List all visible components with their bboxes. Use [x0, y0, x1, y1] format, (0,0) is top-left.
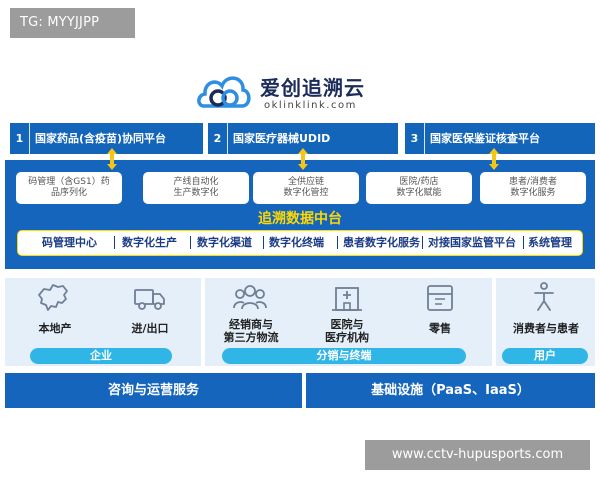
capability-separator — [114, 236, 115, 249]
china-map-icon — [38, 284, 68, 311]
capability-item: 数字化渠道 — [197, 236, 252, 249]
function-line: 码管理（含GS1）药 — [28, 177, 110, 187]
cloud-loop-icon — [197, 76, 251, 108]
segment-label: 医院与 医疗机构 — [325, 318, 369, 344]
double-arrow-icon — [298, 148, 308, 170]
platform-1: 1 国家药品(含疫苗)协同平台 — [10, 123, 203, 154]
people-group-icon — [233, 285, 267, 310]
platform-number: 3 — [405, 123, 425, 154]
platform-3: 3 国家医保鉴证核查平台 — [405, 123, 595, 154]
capability-separator — [263, 236, 264, 249]
function-line: 生产数字化 — [173, 188, 219, 198]
double-arrow-icon — [107, 148, 117, 170]
function-line: 品序列化 — [50, 188, 87, 198]
capability-item: 码管理中心 — [42, 236, 97, 249]
capability-separator — [190, 236, 191, 249]
hub-title: 追溯数据中台 — [258, 211, 342, 227]
segment-label: 零售 — [429, 322, 451, 335]
function-line: 全供应链 — [287, 177, 324, 187]
capability-item: 数字化生产 — [122, 236, 177, 249]
logo-url: oklinklink.com — [264, 100, 357, 111]
capability-separator — [422, 236, 423, 249]
truck-icon — [134, 289, 165, 310]
platform-label: 国家医保鉴证核查平台 — [430, 132, 540, 145]
function-box: 码管理（含GS1）药 品序列化 — [16, 172, 122, 204]
watermark-top: TG: MYYJJPP — [10, 8, 135, 38]
function-box: 全供应链 数字化管控 — [253, 172, 359, 204]
enterprise-pill: 企业 — [30, 348, 172, 364]
platform-number: 1 — [10, 123, 30, 154]
double-arrow-icon — [489, 148, 499, 170]
function-box: 产线自动化 生产数字化 — [143, 172, 249, 204]
capability-bar: 码管理中心 数字化生产 数字化渠道 数字化终端 患者数字化服务 对接国家监管平台… — [17, 230, 583, 256]
watermark-bottom: www.cctv-hupusports.com — [365, 440, 590, 470]
consulting-services-bar: 咨询与运营服务 — [5, 373, 302, 408]
logo: 爱创追溯云 oklinklink.com — [196, 66, 396, 120]
function-box: 患者/消费者 数字化服务 — [480, 172, 586, 204]
segment-label: 消费者与患者 — [513, 322, 579, 335]
function-line: 产线自动化 — [173, 177, 219, 187]
store-icon — [427, 285, 453, 311]
infrastructure-bar: 基础设施（PaaS、IaaS） — [306, 373, 595, 408]
hospital-icon — [332, 287, 362, 311]
function-line: 医院/药店 — [399, 177, 439, 187]
logo-name: 爱创追溯云 — [260, 76, 365, 100]
distribution-pill: 分销与终端 — [222, 348, 466, 364]
segment-label: 本地产 — [38, 322, 72, 335]
function-box: 医院/药店 数字化赋能 — [366, 172, 472, 204]
capability-item: 系统管理 — [528, 236, 572, 249]
platform-number: 2 — [208, 123, 228, 154]
function-line: 数字化管控 — [283, 188, 329, 198]
data-hub: 码管理（含GS1）药 品序列化 产线自动化 生产数字化 全供应链 数字化管控 医… — [5, 160, 595, 269]
capability-separator — [523, 236, 524, 249]
user-pill: 用户 — [502, 348, 588, 364]
function-line: 数字化赋能 — [396, 188, 442, 198]
function-line: 患者/消费者 — [508, 177, 558, 187]
platform-label: 国家药品(含疫苗)协同平台 — [35, 132, 167, 145]
platform-label: 国家医疗器械UDID — [233, 132, 331, 145]
capability-item: 对接国家监管平台 — [428, 236, 516, 249]
capability-item: 患者数字化服务 — [343, 236, 420, 249]
segment-label: 经销商与 第三方物流 — [223, 318, 279, 344]
capability-item: 数字化终端 — [269, 236, 324, 249]
function-line: 数字化服务 — [510, 188, 556, 198]
accessibility-icon — [534, 282, 554, 311]
capability-separator — [337, 236, 338, 249]
segment-label: 进/出口 — [131, 322, 169, 335]
